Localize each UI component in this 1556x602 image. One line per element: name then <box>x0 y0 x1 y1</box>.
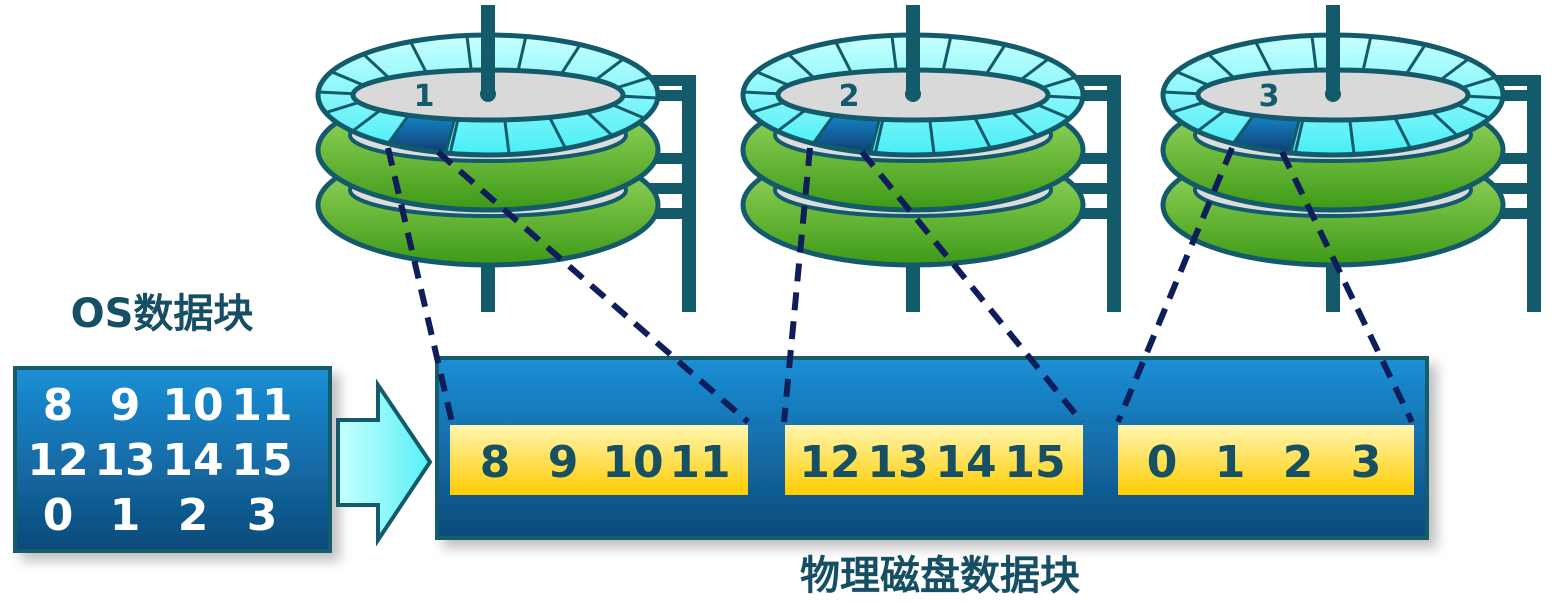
disk-3: 3 <box>1160 5 1541 312</box>
spindle-top <box>1326 5 1340 93</box>
stripe-group-2 <box>785 425 1083 495</box>
os-block-number: 14 <box>162 435 223 486</box>
disk-number-label: 2 <box>839 79 860 114</box>
mapping-line-1a <box>385 147 455 423</box>
mapping-line-2a <box>781 147 813 423</box>
os-block-number: 12 <box>27 435 88 486</box>
spindle-top <box>906 5 920 93</box>
physical-block-number: 3 <box>1351 437 1382 488</box>
os-block-number: 3 <box>247 490 278 541</box>
mapping-line-2b <box>859 150 1085 424</box>
disk-2: 2 <box>740 5 1121 312</box>
disk-number-label: 1 <box>414 79 435 114</box>
os-block-number: 10 <box>162 380 223 431</box>
os-block-number: 2 <box>178 490 209 541</box>
physical-block-number: 11 <box>669 437 730 488</box>
mapping-lines <box>385 146 1415 425</box>
mapping-line-3a <box>1115 146 1235 424</box>
physical-block-number: 1 <box>1215 437 1246 488</box>
disk-number-label: 3 <box>1259 79 1280 114</box>
os-block-number: 0 <box>43 490 74 541</box>
physical-block-number: 8 <box>480 437 511 488</box>
physical-blocks-title: 物理磁盘数据块 <box>800 553 1080 599</box>
spindle-top <box>481 5 495 93</box>
os-block-number: 11 <box>231 380 292 431</box>
stripe-group-1 <box>450 425 748 495</box>
mapping-line-1b <box>436 149 750 425</box>
physical-block-number: 15 <box>1004 437 1065 488</box>
os-block-number: 8 <box>43 380 74 431</box>
right-arrow-icon <box>336 378 433 547</box>
os-block-number: 9 <box>110 380 141 431</box>
physical-block-number: 12 <box>799 437 860 488</box>
os-block-number: 13 <box>94 435 155 486</box>
disk-1: 1 <box>315 5 696 312</box>
physical-block-number: 2 <box>1283 437 1314 488</box>
mapping-line-3b <box>1279 150 1415 424</box>
physical-block-number: 14 <box>935 437 996 488</box>
physical-block-number: 10 <box>602 437 663 488</box>
physical-block-number: 9 <box>548 437 579 488</box>
os-block-number: 1 <box>110 490 141 541</box>
stripe-group-3 <box>1118 425 1414 495</box>
os-blocks-title: OS数据块 <box>71 291 254 337</box>
physical-block-number: 0 <box>1147 437 1178 488</box>
physical-block-number: 13 <box>867 437 928 488</box>
os-block-number: 15 <box>231 435 292 486</box>
